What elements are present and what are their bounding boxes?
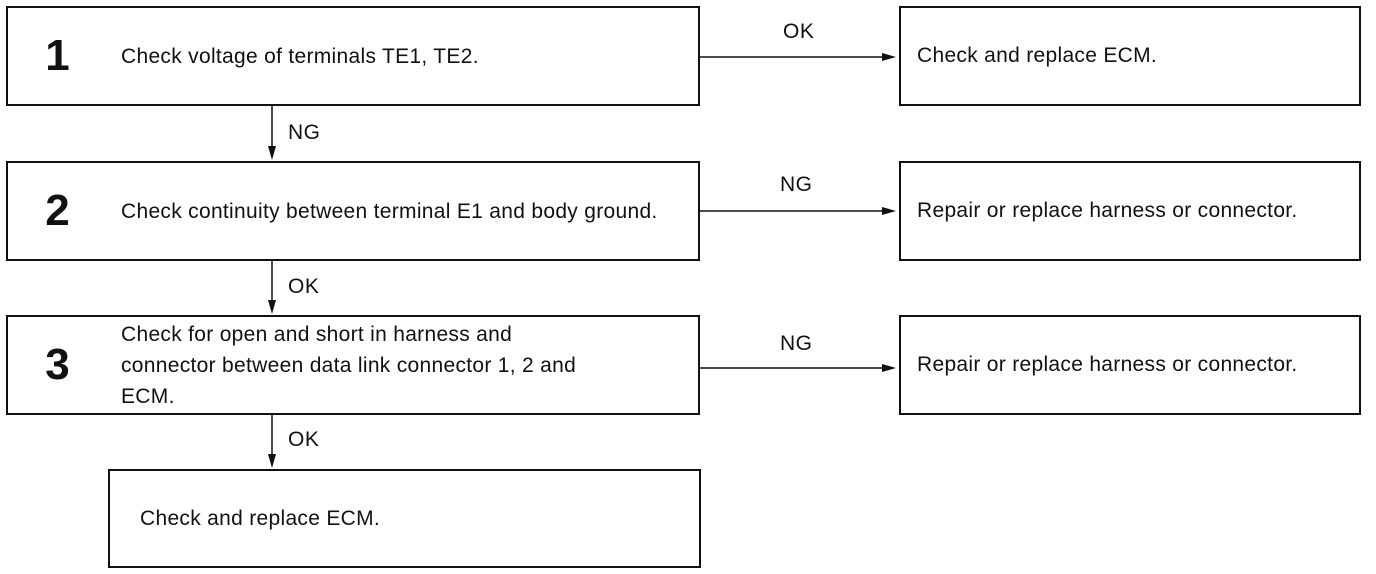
step-1-result-text: Check and replace ECM.: [917, 44, 1158, 67]
step-3-text: Check for open and short in harness and …: [121, 322, 577, 408]
step-1-result-box: Check and replace ECM.: [899, 6, 1361, 106]
step-3-result-box: Repair or replace harness or connector.: [899, 315, 1361, 415]
step-2-result-text: Repair or replace harness or connector.: [917, 199, 1298, 222]
step-3-box: Check for open and short in harness and …: [107, 315, 700, 415]
arrowhead-step-2-down: [268, 300, 276, 314]
step-3-down-label: OK: [288, 428, 320, 451]
arrowhead-step-2-right: [882, 207, 896, 215]
arrowhead-step-1-right: [882, 53, 896, 61]
step-3-number: 3: [45, 340, 70, 389]
arrowhead-step-3-right: [882, 364, 896, 372]
arrowhead-step-3-down: [268, 454, 276, 468]
step-2-box: Check continuity between terminal E1 and…: [107, 161, 700, 261]
final-result-text: Check and replace ECM.: [140, 506, 381, 530]
step-1-number-box: 1: [6, 6, 109, 106]
step-1-text: Check voltage of terminals TE1, TE2.: [121, 44, 479, 68]
arrowhead-step-1-down: [268, 146, 276, 160]
step-3-branch-label: NG: [780, 332, 813, 355]
step-2-text: Check continuity between terminal E1 and…: [121, 199, 658, 223]
step-2-result-box: Repair or replace harness or connector.: [899, 161, 1361, 261]
step-1-number: 1: [45, 31, 70, 80]
step-3-result-text: Repair or replace harness or connector.: [917, 353, 1298, 376]
step-1-box: Check voltage of terminals TE1, TE2.: [107, 6, 700, 106]
step-3-number-box: 3: [6, 315, 109, 415]
step-1-down-label: NG: [288, 121, 321, 144]
step-1-branch-label: OK: [783, 20, 815, 43]
step-2-number: 2: [45, 186, 70, 235]
step-2-number-box: 2: [6, 161, 109, 261]
final-result-box: Check and replace ECM.: [108, 469, 701, 568]
step-2-down-label: OK: [288, 275, 320, 298]
step-2-branch-label: NG: [780, 173, 813, 196]
